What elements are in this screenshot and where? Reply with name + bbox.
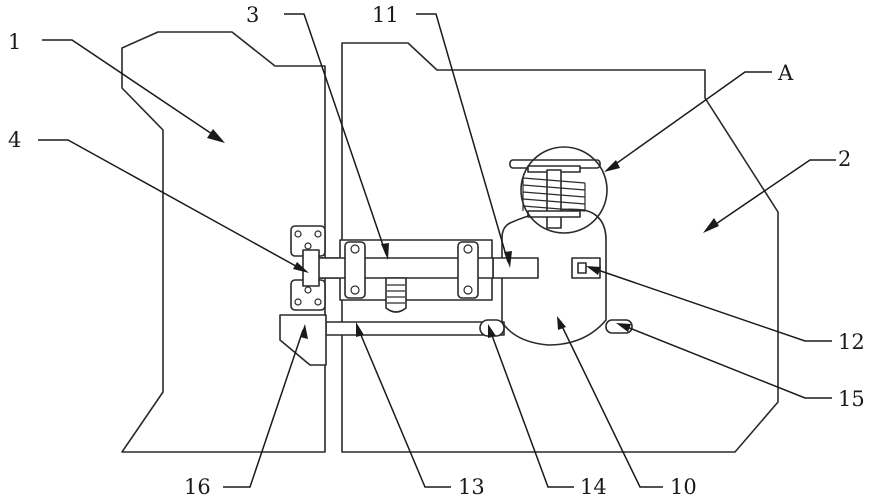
label-12: 12 (838, 330, 865, 354)
leader-lines (38, 13, 836, 488)
arrowhead-3 (381, 243, 389, 260)
label-10: 10 (670, 475, 697, 499)
arrowhead-11 (504, 251, 512, 268)
leader-13 (357, 327, 451, 488)
label-14: 14 (580, 475, 607, 499)
arrowhead-16 (300, 324, 308, 339)
label-11: 11 (372, 3, 399, 27)
screw-icon (304, 242, 312, 250)
leader-14 (489, 329, 574, 488)
spring-assembly (509, 159, 601, 229)
label-1: 1 (8, 30, 21, 54)
screw-icon (294, 298, 302, 306)
connecting-rod-part-13 (325, 321, 505, 336)
sensor-contact (577, 262, 587, 274)
bolt-handle-knob (385, 277, 407, 313)
spring-coils (522, 177, 586, 212)
label-3: 3 (246, 3, 259, 27)
arrowhead-15 (616, 323, 631, 332)
label-a: A (777, 61, 794, 85)
stopper-block-part-16 (279, 314, 327, 366)
leader-11 (416, 13, 509, 263)
screw-icon (350, 285, 360, 295)
screw-icon (314, 230, 322, 238)
leader-12 (591, 267, 832, 342)
arrowhead-14 (488, 324, 496, 338)
screw-icon (463, 244, 473, 254)
bolt-guide-left (344, 241, 366, 299)
leader-a (609, 71, 772, 169)
hinge-plate-part-4 (290, 225, 326, 311)
label-4: 4 (8, 128, 21, 152)
leader-1 (42, 39, 219, 139)
right-panel-part-2 (341, 42, 779, 453)
screw-icon (304, 286, 312, 294)
leader-2 (709, 159, 836, 229)
arrowheads (207, 129, 719, 339)
spring-rod (546, 169, 562, 229)
label-2: 2 (838, 147, 851, 171)
arrowhead-a (604, 160, 620, 172)
screw-icon (350, 244, 360, 254)
knob-grip-lines (387, 284, 405, 304)
detail-circle-a (520, 146, 608, 234)
screw-icon (294, 230, 302, 238)
round-housing-part-10 (501, 208, 607, 346)
screw-icon (314, 298, 322, 306)
bolt-guide-right (457, 241, 479, 299)
screw-icon (463, 285, 473, 295)
hinge-knuckle (302, 249, 320, 287)
leader-3 (284, 13, 387, 255)
left-frame-part-1 (121, 31, 326, 453)
leader-4 (38, 139, 304, 271)
spring-bottom-seat (527, 210, 581, 218)
leader-16 (223, 329, 304, 488)
arrowhead-13 (356, 322, 364, 337)
bolt-tip-part-11 (489, 257, 539, 279)
label-16: 16 (184, 475, 211, 499)
arrowhead-12 (586, 266, 601, 275)
arrowhead-4 (293, 262, 309, 273)
guide-block-left (344, 241, 366, 299)
leader-15 (621, 324, 832, 399)
arrowhead-2 (703, 218, 719, 233)
label-15: 15 (838, 387, 865, 411)
arrowhead-10 (557, 316, 566, 330)
guide-block-right (457, 241, 479, 299)
label-13: 13 (458, 475, 485, 499)
arrowhead-1 (207, 129, 225, 143)
leader-10 (559, 321, 663, 488)
